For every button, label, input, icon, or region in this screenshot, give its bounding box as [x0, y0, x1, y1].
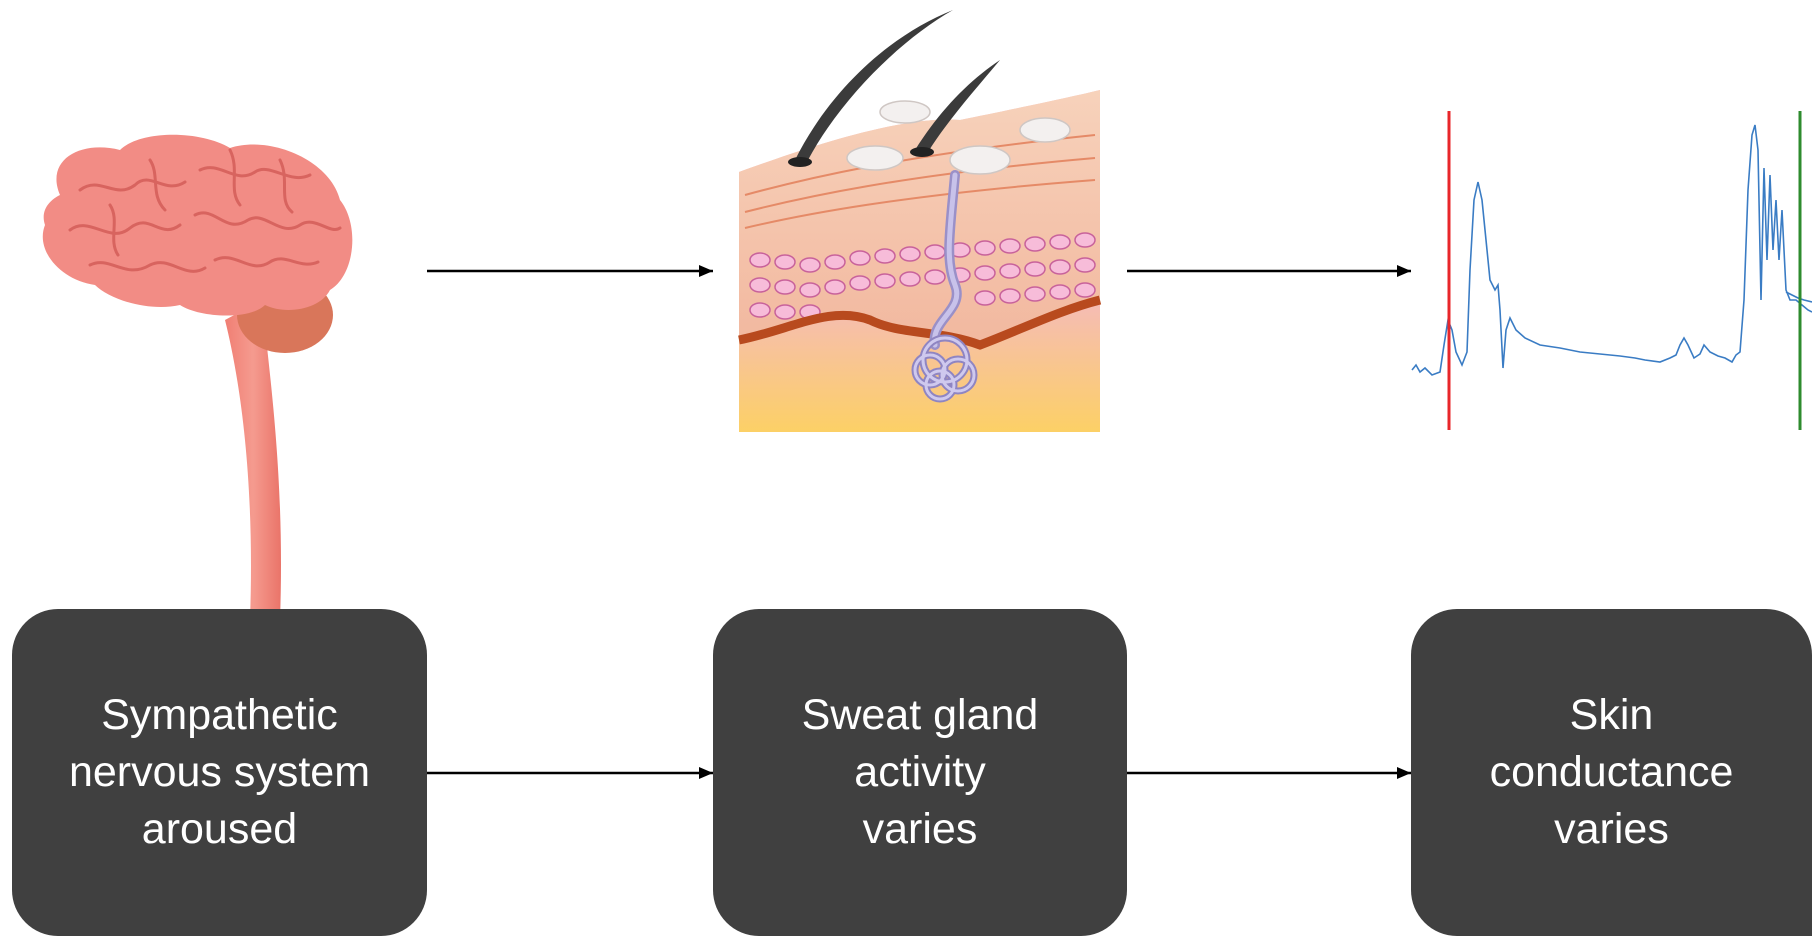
- skin-layer-icon: [739, 10, 1100, 432]
- node-label-sweat: Sweat gland activity varies: [802, 687, 1039, 858]
- trace-line: [1412, 125, 1812, 375]
- node-box-sc: Skin conductance varies: [1411, 609, 1812, 936]
- node-label-sc: Skin conductance varies: [1490, 687, 1734, 858]
- node-box-sweat: Sweat gland activity varies: [713, 609, 1127, 936]
- node-box-sns: Sympathetic nervous system aroused: [12, 609, 427, 936]
- node-label-sns: Sympathetic nervous system aroused: [69, 687, 370, 858]
- conductance-trace-icon: [1412, 111, 1812, 430]
- brain-icon: [43, 135, 353, 620]
